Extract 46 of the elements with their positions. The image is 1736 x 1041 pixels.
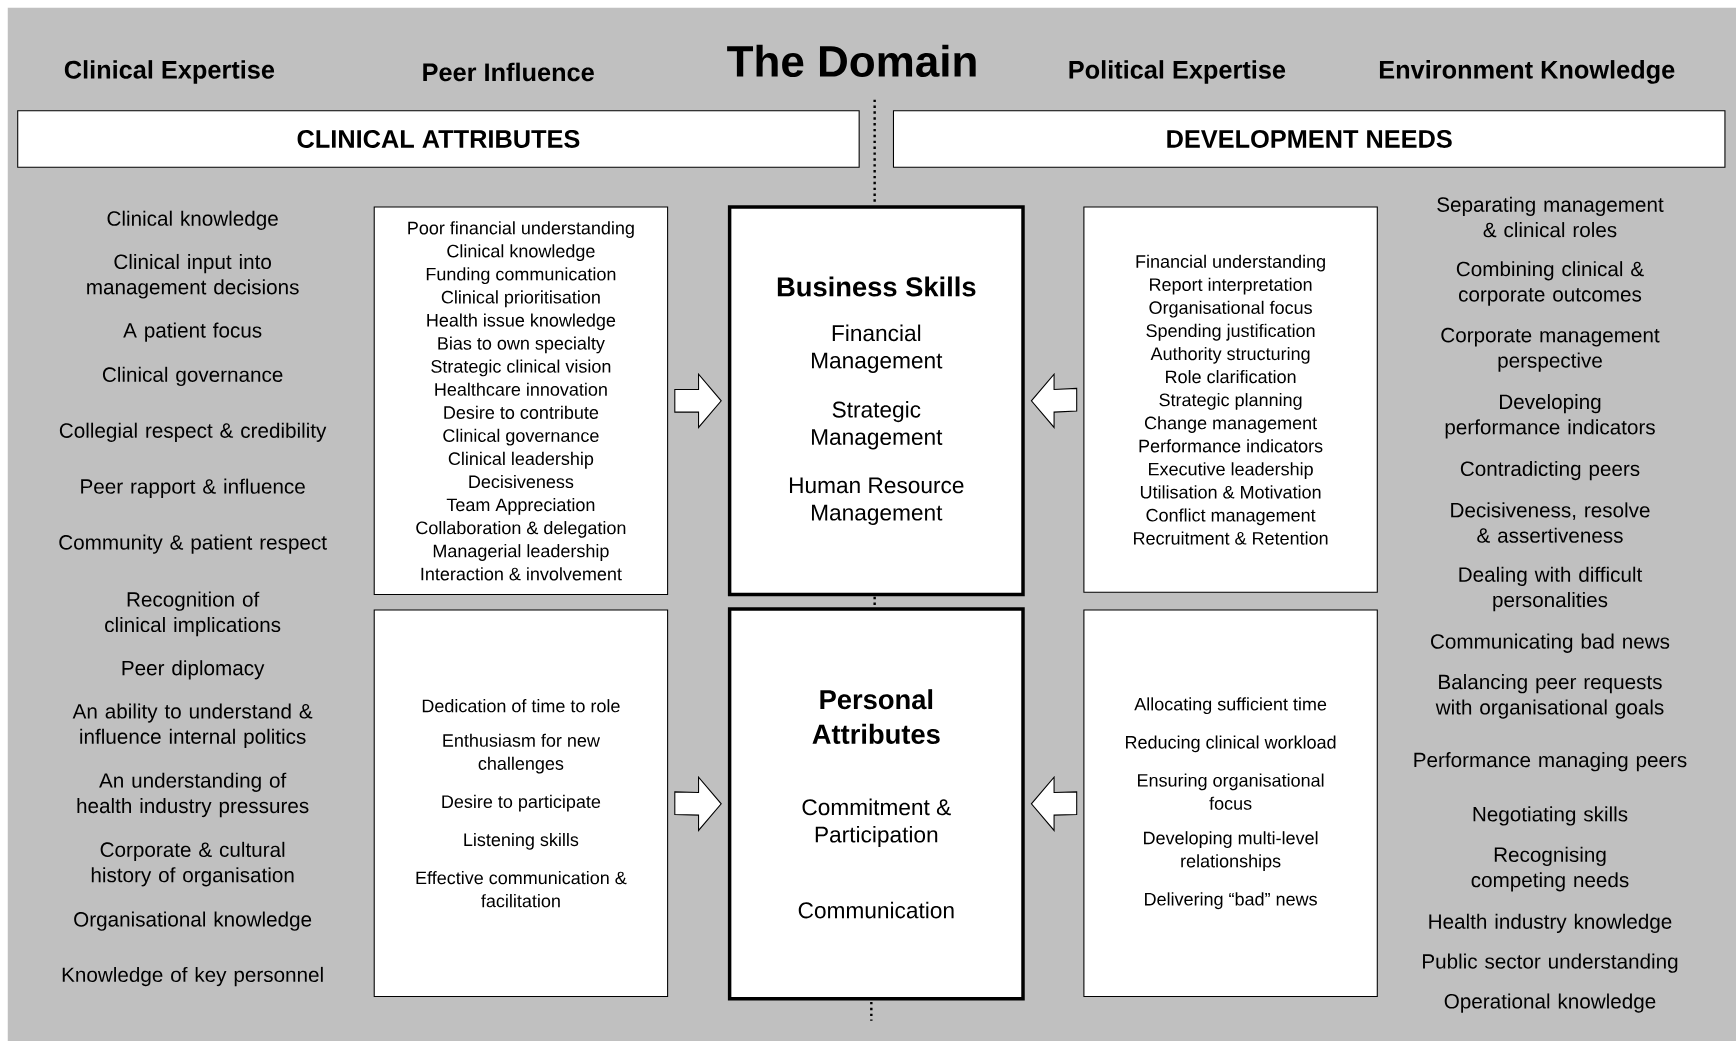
core-box: Personal Attributes Commitment & Participation Communication — [727, 607, 1025, 1001]
list-box: Dedication of time to role Enthusiasm for new challenges Desire to participate Listening skills Effective communication & facilitation — [373, 609, 669, 997]
list-item: Corporate management perspective — [1441, 327, 1660, 372]
list-item: Public sector understanding — [1423, 953, 1678, 973]
list-item: Organisational knowledge — [74, 911, 312, 931]
list-item: Peer rapport & influence — [81, 478, 305, 498]
list-item: Community & patient respect — [59, 534, 327, 554]
list-item: A patient focus — [123, 322, 262, 342]
list-item: An ability to understand & influence internal politics — [72, 703, 313, 749]
list-item: An understanding of health industry pressures — [77, 772, 309, 818]
list-item: Clinical governance — [102, 366, 283, 387]
list-item: Corporate & cultural history of organisation — [91, 841, 294, 887]
list-item: Contradicting peers — [1460, 460, 1640, 481]
header-box: DEVELOPMENT NEEDS — [892, 110, 1726, 168]
title: The Domain — [727, 44, 976, 78]
block-arrow — [674, 372, 722, 429]
list-item: Operational knowledge — [1444, 993, 1656, 1013]
list-item: Developing performance indicators — [1445, 394, 1655, 439]
list-item: Decisiveness, resolve & assertiveness — [1451, 502, 1650, 543]
list-box: Poor financial understanding Clinical knowledge Funding communication Clinical prioritisation Health issue knowledge Bias to own specialty Strategic clinical vision Healthcare innovation Desire to contribute Clinical governance Clinical leadership Decisiveness Team Appreciation Collaboration & delegation Managerial leadership Interaction & involvement — [373, 206, 669, 596]
list-item: Health industry knowledge — [1429, 913, 1672, 933]
block-arrow — [1030, 372, 1078, 429]
core-box: Business Skills Financial Management Strategic Management Human Resource Management — [727, 205, 1025, 597]
list-item: Knowledge of key personnel — [62, 966, 323, 987]
list-item: Balancing peer requests with organisational goals — [1435, 674, 1664, 719]
column-heading: Environment Knowledge — [1379, 60, 1675, 84]
block-arrow — [1030, 775, 1078, 832]
list-item: Separating management & clinical roles — [1437, 196, 1664, 238]
list-item: Performance managing peers — [1414, 752, 1687, 772]
list-item: Recognition of clinical implications — [105, 591, 281, 637]
column-heading: Political Expertise — [1069, 60, 1286, 84]
list-item: Clinical input into management decisions — [87, 253, 299, 299]
list-box: Financial understanding Report interpretation Organisational focus Spending justification Authority structuring Role clarification Strategic planning Change management Performance indicators Executive leadership Utilisation & Motivation Conflict management Recruitment & Retention — [1083, 206, 1378, 593]
list-item: Dealing with difficult personalities — [1459, 566, 1643, 612]
list-item: Combining clinical & corporate outcomes — [1456, 261, 1644, 306]
column-heading: Peer Influence — [423, 62, 594, 82]
list-item: Recognising competing needs — [1471, 846, 1629, 892]
block-arrow — [674, 775, 722, 832]
list-box: Allocating sufficient time Reducing clinical workload Ensuring organisational focus Developing multi-level relationships Delivering “bad” news — [1083, 609, 1378, 997]
list-item: Collegial respect & credibility — [59, 422, 327, 442]
list-item: Communicating bad news — [1431, 633, 1670, 653]
list-item: Negotiating skills — [1473, 806, 1628, 826]
header-box: CLINICAL ATTRIBUTES — [17, 110, 860, 168]
list-item: Peer diplomacy — [122, 660, 265, 680]
column-heading: Clinical Expertise — [64, 60, 275, 84]
list-item: Clinical knowledge — [107, 210, 278, 230]
